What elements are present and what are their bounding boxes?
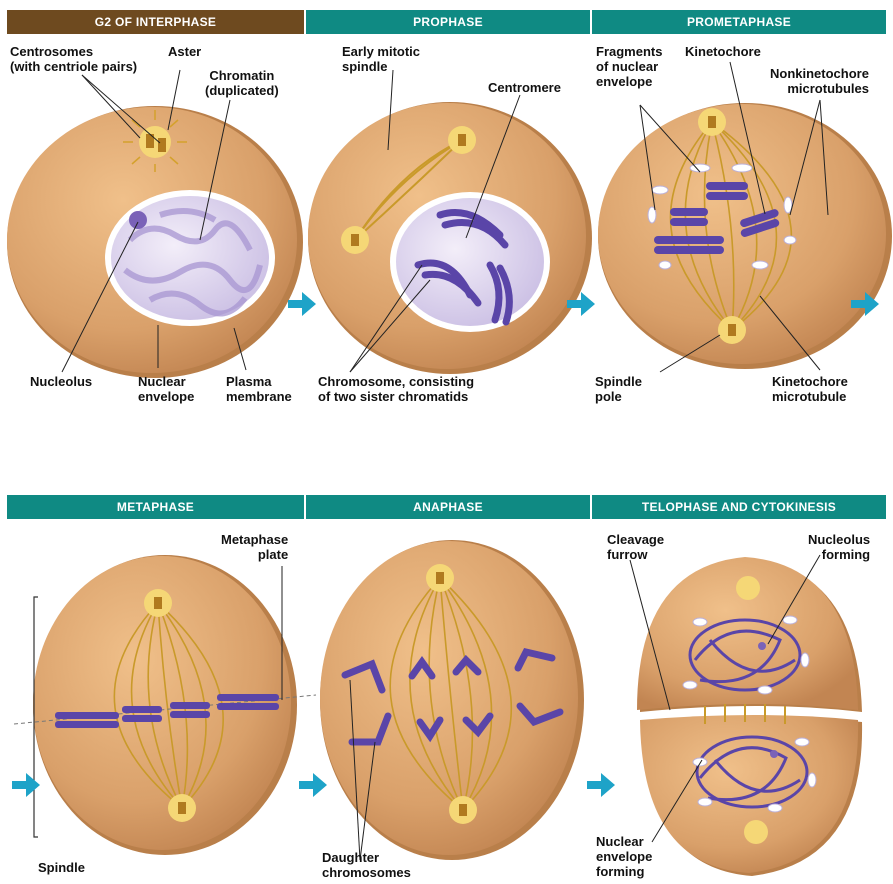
arrow-g2-to-prophase [288,292,316,316]
daughter-cell-bottom [640,715,858,873]
label-nonkinetochore: Nonkinetochore microtubules [770,66,869,96]
arrow-into-metaphase [12,773,40,797]
cell-metaphase [14,555,316,855]
label-kinetochore-mt: Kinetochore microtubule [772,374,848,404]
cell-telophase [637,557,862,876]
cell-prophase [308,102,592,374]
label-cleavage-furrow: Cleavage furrow [607,532,664,562]
label-aster: Aster [168,44,201,59]
cell-prometaphase [598,103,892,369]
label-daughter-chromosomes: Daughter chromosomes [322,850,411,880]
label-kinetochore: Kinetochore [685,44,761,59]
arrow-metaphase-to-anaphase [299,773,327,797]
nucleolus [129,211,147,229]
label-chromosome: Chromosome, consisting of two sister chr… [318,374,474,404]
nucleolus-forming-top [758,642,766,650]
label-nucleolus-forming: Nucleolus forming [808,532,870,562]
label-chromatin: Chromatin (duplicated) [205,68,279,98]
label-spindle-pole: Spindle pole [595,374,642,404]
cell-g2 [7,106,303,378]
label-nuclear-envelope: Nuclear envelope [138,374,194,404]
label-centromere: Centromere [488,80,561,95]
label-spindle: Spindle [38,860,85,875]
centriole-pair [158,138,166,152]
label-early-spindle: Early mitotic spindle [342,44,420,74]
label-metaphase-plate: Metaphase plate [221,532,288,562]
label-plasma-membrane: Plasma membrane [226,374,292,404]
label-nucleolus: Nucleolus [30,374,92,389]
nucleolus-forming-bottom [770,750,778,758]
arrow-anaphase-to-telophase [587,773,615,797]
label-fragments: Fragments of nuclear envelope [596,44,662,89]
cell-anaphase [320,540,584,860]
label-nuclear-envelope-forming: Nuclear envelope forming [596,834,652,879]
label-centrosomes: Centrosomes (with centriole pairs) [10,44,137,74]
